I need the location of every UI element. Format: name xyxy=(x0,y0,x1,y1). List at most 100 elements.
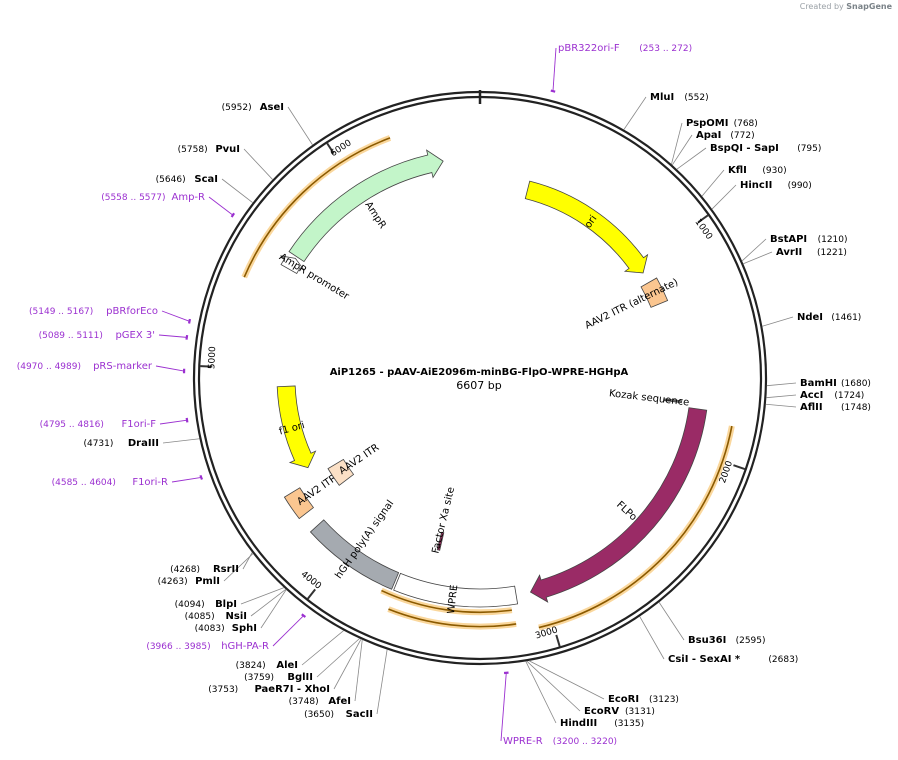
site-asei: AseI xyxy=(260,102,284,113)
feature-label-itr-alt: AAV2 ITR (alternate) xyxy=(583,277,680,332)
primer-mark-hgh-pa-r xyxy=(301,613,307,618)
orange-arc-line-2 xyxy=(381,589,512,614)
site-pos-pvui: (5758) xyxy=(178,145,208,155)
site-leader-kfli xyxy=(701,169,725,197)
primer-pos-f1ori-f: (4795 .. 4816) xyxy=(40,420,104,430)
site-hincii: HincII xyxy=(740,180,772,191)
primer-wpre-r: WPRE-R xyxy=(503,736,543,747)
primer-mark-pbr322ori-f xyxy=(550,89,556,93)
site-pspomi: PspOMI xyxy=(686,118,728,129)
site-nsii: NsiI xyxy=(226,611,247,622)
site-afei: AfeI xyxy=(328,696,351,707)
site-pos-csii-sexai: (2683) xyxy=(768,655,798,665)
site-pos-sphi: (4083) xyxy=(195,624,225,634)
snapgene-logo: SnapGene xyxy=(846,2,892,11)
tick-5000 xyxy=(200,365,213,368)
tick-label-5000: 5000 xyxy=(207,346,218,370)
orange-arc-line-3 xyxy=(243,137,391,278)
site-aflii: AflII xyxy=(800,402,823,413)
primer-mark-pgex-3 xyxy=(185,335,189,340)
feature-f1ori xyxy=(276,385,317,469)
site-pos-draiii: (4731) xyxy=(83,439,113,449)
site-pos-scai: (5646) xyxy=(156,175,186,185)
feature-label-amppro: AmpR promoter xyxy=(277,252,351,303)
site-ndei: NdeI xyxy=(797,312,823,323)
site-leader-bamhi xyxy=(766,382,797,387)
site-leader-aflii xyxy=(765,403,797,408)
site-bspqi-sapi: BspQI - SapI xyxy=(710,143,779,154)
site-pos-aflii: (1748) xyxy=(841,403,871,413)
site-leader-bsu36i xyxy=(658,602,685,641)
site-leader-paer7i-xhoi xyxy=(333,638,362,690)
feature-kozak xyxy=(663,398,683,404)
site-pos-blpi: (4094) xyxy=(175,600,205,610)
site-paer7i-xhoi: PaeR7I - XhoI xyxy=(254,684,330,695)
site-pmli: PmlI xyxy=(195,576,220,587)
primer-pos-amp-r: (5558 .. 5577) xyxy=(101,193,165,203)
site-pos-mlui: (552) xyxy=(684,93,708,103)
site-avrii: AvrII xyxy=(776,247,802,258)
site-bstapi: BstAPI xyxy=(770,234,807,245)
feature-wpre xyxy=(393,572,519,608)
feature-label-wpre: WPRE xyxy=(446,584,460,614)
site-pos-alei: (3824) xyxy=(236,661,266,671)
site-leader-sacii xyxy=(376,649,388,715)
site-leader-draiii xyxy=(162,438,200,444)
backbone-inner-ring xyxy=(197,95,763,661)
primer-pos-f1ori-r: (4585 .. 4604) xyxy=(52,478,116,488)
primer-pbrforeco: pBRforEco xyxy=(106,306,158,317)
primer-pos-prs-marker: (4970 .. 4989) xyxy=(17,362,81,372)
primer-mark-amp-r xyxy=(230,212,236,218)
site-mlui: MluI xyxy=(650,92,674,103)
tick-6000 xyxy=(326,142,335,154)
site-pos-pmli: (4263) xyxy=(158,577,188,587)
feature-amppro xyxy=(280,255,305,275)
site-pos-bspqi-sapi: (795) xyxy=(797,144,821,154)
primer-leader-prs-marker xyxy=(155,365,185,372)
primer-mark-f1ori-r xyxy=(199,474,204,480)
site-pos-acci: (1724) xyxy=(834,391,864,401)
site-apai: ApaI xyxy=(696,130,721,141)
primer-f1ori-f: F1ori-F xyxy=(122,419,157,430)
site-leader-pvui xyxy=(243,148,273,180)
feature-hgh xyxy=(309,519,400,590)
primer-leader-pbrforeco xyxy=(161,310,190,322)
site-leader-nsii xyxy=(250,589,287,617)
feature-ampr xyxy=(288,149,444,263)
map-title: AiP1265 - pAAV-AiE2096m-minBG-FlpO-WPRE-… xyxy=(330,367,629,378)
site-leader-avrii xyxy=(743,251,773,265)
feature-label-flpo: FLPo xyxy=(614,499,638,523)
site-ecori: EcoRI xyxy=(608,694,639,705)
site-pos-hindiii: (3135) xyxy=(614,719,644,729)
site-pos-rsrii: (4268) xyxy=(170,565,200,575)
primer-mark-pbrforeco xyxy=(187,318,192,324)
site-leader-hindiii xyxy=(525,661,557,724)
orange-arc-line-0 xyxy=(538,425,733,629)
site-leader-scai xyxy=(221,178,253,204)
site-pos-afei: (3748) xyxy=(289,697,319,707)
site-pos-ecorv: (3131) xyxy=(625,707,655,717)
site-pos-bamhi: (1680) xyxy=(841,379,871,389)
feature-label-kozak: Kozak sequence xyxy=(608,388,689,408)
primer-mark-f1ori-f xyxy=(185,417,189,423)
primer-leader-f1ori-r xyxy=(171,476,202,483)
site-alei: AleI xyxy=(276,660,298,671)
site-leader-bspqi-sapi xyxy=(676,147,707,170)
feature-label-ampr: AmpR xyxy=(362,200,388,231)
feature-label-itr1: AAV2 ITR xyxy=(295,473,339,508)
site-pos-sacii: (3650) xyxy=(304,710,334,720)
site-leader-csii-sexai xyxy=(639,616,665,660)
site-leader-mlui xyxy=(623,96,647,130)
site-leader-pspomi xyxy=(671,122,683,165)
orange-arcs xyxy=(241,135,735,631)
primer-pbr322ori-f: pBR322ori-F xyxy=(558,43,620,54)
primer-leader-f1ori-f xyxy=(159,419,188,425)
site-leader-pmli xyxy=(223,553,254,582)
site-pos-ndei: (1461) xyxy=(831,313,861,323)
primer-leader-amp-r xyxy=(208,196,234,216)
site-leader-asei xyxy=(287,106,313,146)
site-acci: AccI xyxy=(800,390,823,401)
site-blpi: BlpI xyxy=(215,599,237,610)
